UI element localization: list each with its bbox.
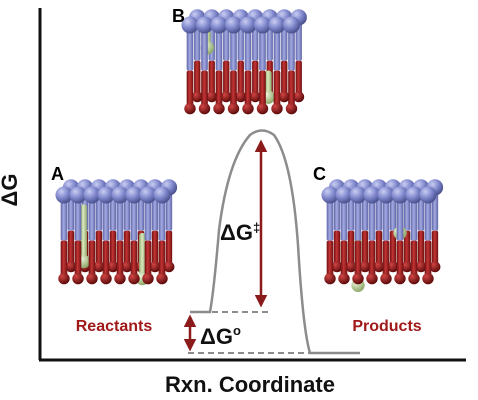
panel-c-letter: C (313, 164, 326, 184)
products-label: Products (352, 318, 421, 335)
lipid-molecule-front (349, 186, 367, 285)
lipid-molecule-front (111, 186, 129, 285)
energy-curve (190, 129, 360, 355)
lipid-molecule-front (253, 16, 272, 115)
lipid-molecule-front (239, 16, 257, 115)
lipid-molecule-front (83, 186, 101, 285)
lipid-molecule-front (139, 186, 157, 285)
membrane-reactants (55, 179, 178, 286)
lipid-molecule-back (160, 179, 178, 273)
activation-energy-symbol: ΔG (220, 220, 253, 245)
lipid-molecule-front (282, 16, 301, 115)
standard-energy-symbol: ΔG (200, 324, 233, 349)
activation-energy-superscript: ‡ (253, 220, 260, 235)
membrane-transition-state (181, 9, 307, 115)
panel-a-letter: A (51, 164, 64, 184)
lipid-molecule-front (268, 16, 286, 115)
lipid-molecule-back (290, 9, 307, 103)
lipid-molecule-front (97, 186, 115, 285)
lipid-molecule-front (153, 186, 171, 285)
lipid-molecule-front (377, 186, 395, 285)
lipid-molecule-back (90, 179, 108, 273)
lipid-molecule-front (69, 186, 87, 285)
standard-energy-label: ΔGo (200, 323, 241, 349)
lipid-molecule-front (419, 186, 437, 285)
lipid-molecule-front (224, 16, 243, 115)
panel-b-letter: B (172, 6, 185, 26)
x-axis-label: Rxn. Coordinate (165, 372, 335, 397)
lipid-molecule-front (125, 186, 143, 285)
activation-energy-label: ΔG‡ (220, 220, 260, 245)
lipid-molecule-front (391, 186, 409, 285)
lipid-molecule-front (405, 186, 423, 285)
lipid-molecule-back (412, 179, 430, 273)
lipid-molecule-front (210, 16, 228, 115)
standard-energy-superscript: o (233, 323, 241, 338)
lipid-molecule-front (55, 186, 73, 285)
reactants-label: Reactants (76, 318, 153, 335)
lipid-molecule-front (335, 186, 353, 285)
lipid-molecule-front (195, 16, 214, 115)
lipid-molecule-back (426, 179, 444, 273)
lipid-molecule-front (321, 186, 339, 285)
lipid-molecule-front (181, 16, 199, 115)
lipid-molecule-front (363, 186, 381, 285)
y-axis-label: ΔG (0, 174, 22, 207)
membrane-products (321, 179, 444, 292)
lipid-molecule-back (370, 179, 388, 273)
